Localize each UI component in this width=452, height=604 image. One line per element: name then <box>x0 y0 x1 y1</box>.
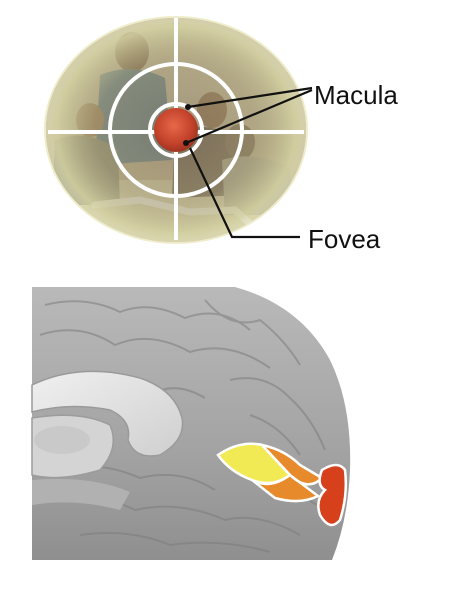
corpus-callosum <box>31 370 184 457</box>
fovea-label: Fovea <box>308 224 381 254</box>
fovea-spot <box>154 108 198 152</box>
visual-cortex-regions <box>216 442 348 527</box>
brain-medial-view <box>31 287 351 560</box>
leader-dot <box>183 140 189 146</box>
macula-label: Macula <box>314 80 398 110</box>
fovea-ring <box>148 102 204 158</box>
macula-leader-1 <box>187 86 313 109</box>
midbrain <box>32 478 130 510</box>
thalamus-nucleus <box>34 426 90 454</box>
foveal-region <box>317 463 348 527</box>
leader-lines <box>185 86 313 239</box>
fovea-leader <box>189 147 300 239</box>
macula-ring <box>108 62 244 198</box>
leader-dot <box>185 104 191 110</box>
macula-leader-2 <box>185 88 313 145</box>
visual-field-vignette <box>44 16 308 244</box>
